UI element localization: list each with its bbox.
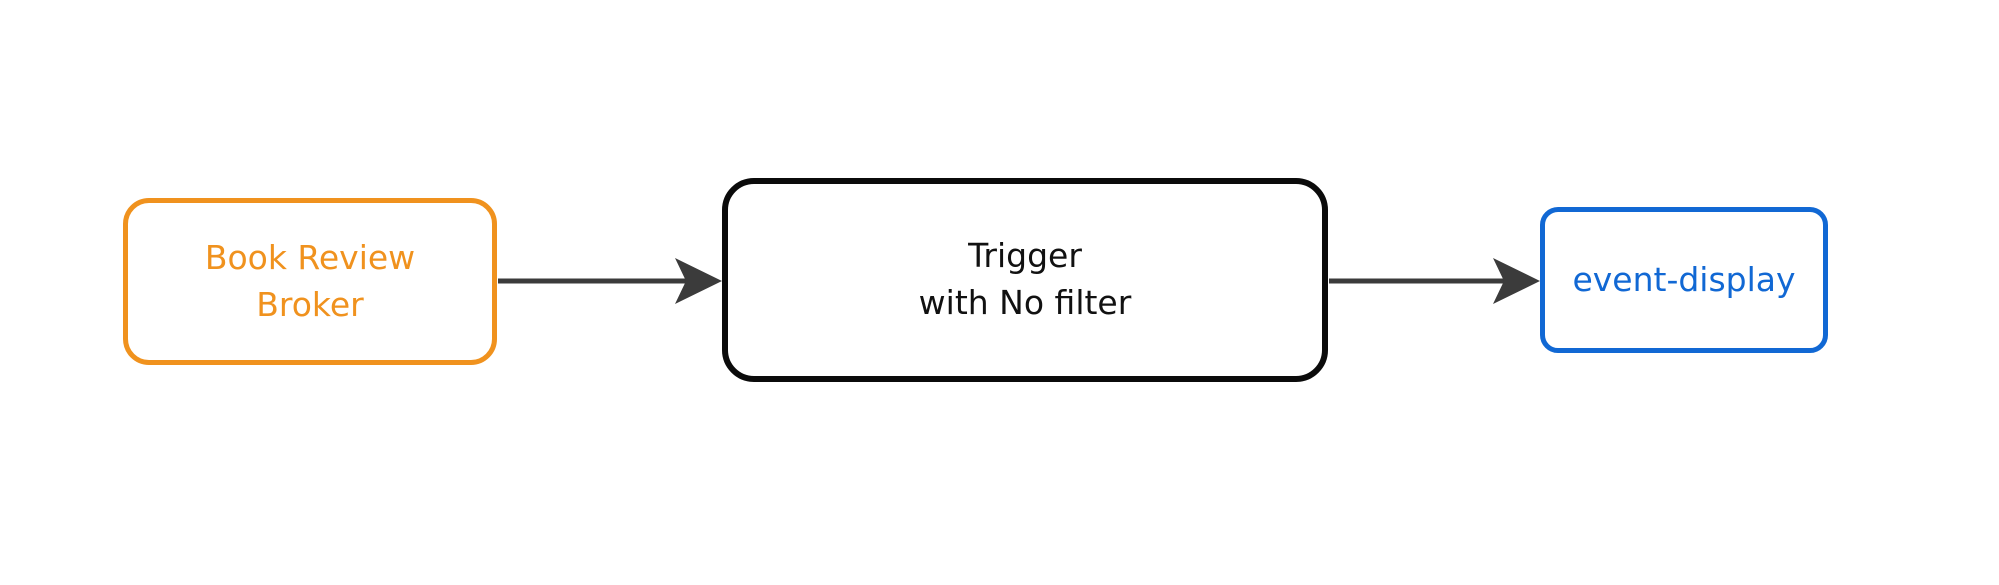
node-label-broker: Book Review Broker bbox=[204, 237, 416, 324]
node-book-review-broker[interactable]: Book Review Broker bbox=[123, 198, 497, 365]
node-event-display[interactable]: event-display bbox=[1540, 207, 1828, 353]
arrowhead-icon bbox=[675, 258, 722, 304]
node-label-sink: event-display bbox=[1572, 259, 1796, 299]
arrowhead-icon bbox=[1493, 258, 1540, 304]
node-label-trigger: Trigger with No filter bbox=[918, 236, 1132, 322]
node-trigger[interactable]: Trigger with No filter bbox=[722, 178, 1328, 382]
